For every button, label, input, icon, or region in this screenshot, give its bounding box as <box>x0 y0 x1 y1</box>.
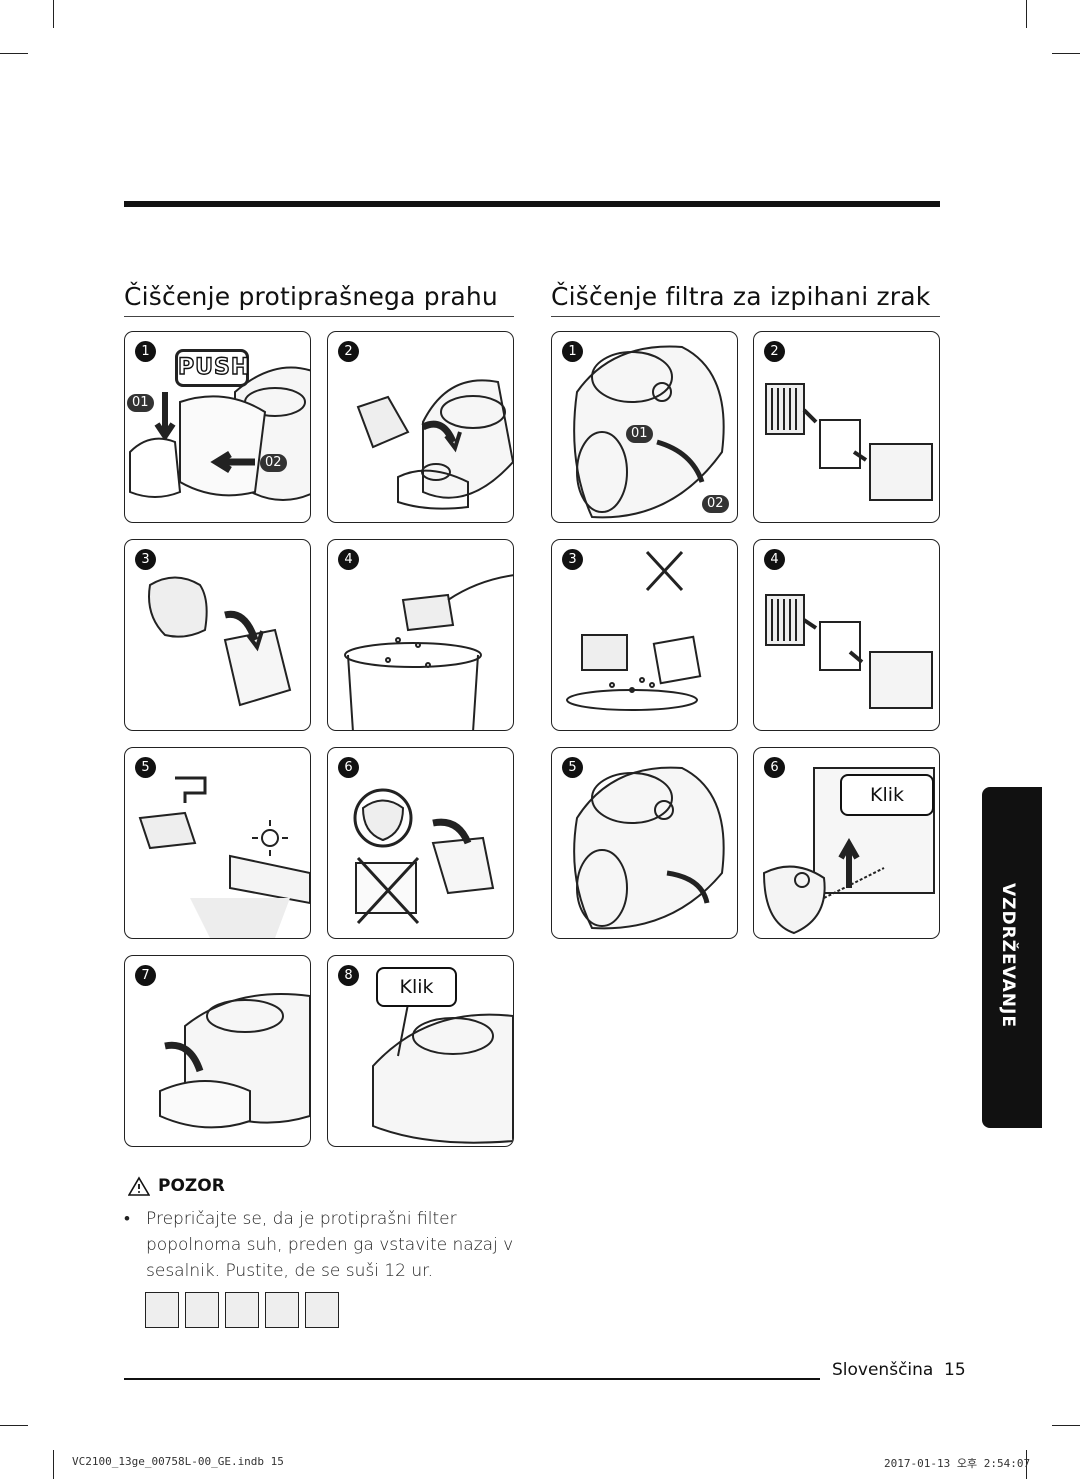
trash-bin-illustration <box>344 574 513 730</box>
vacuum-rear-close-illustration <box>573 766 725 930</box>
step-number: 4 <box>338 549 359 570</box>
print-date-info: 2017-01-13 오후 2:54:07 <box>884 1457 1031 1470</box>
vacuum-open-illustration <box>129 366 310 501</box>
klik-callout: Klik <box>840 774 934 816</box>
step-number: 3 <box>135 549 156 570</box>
crop-mark <box>53 1450 54 1479</box>
klik-callout: Klik <box>376 967 457 1007</box>
left-step-4-panel: 4 <box>327 539 514 731</box>
left-step-5-panel: 5 <box>124 747 311 939</box>
warning-icon <box>128 1176 150 1196</box>
step-number: 6 <box>338 757 359 778</box>
left-step-7-panel: 7 <box>124 955 311 1147</box>
bullet-dot: • <box>124 1209 130 1229</box>
wash-dry-illustration <box>138 776 310 938</box>
caution-text: Prepričajte se, da je protiprašni filter… <box>146 1209 514 1281</box>
crop-mark <box>0 53 28 54</box>
crop-mark <box>0 1425 28 1426</box>
sponge-filter-illustration <box>148 576 292 707</box>
right-title-rule <box>551 316 940 317</box>
crop-mark <box>1026 0 1027 28</box>
right-step-4-panel: 4 <box>753 539 940 731</box>
right-step-1-panel: 1 01 02 <box>551 331 738 523</box>
step-tag-01: 01 <box>127 394 154 412</box>
exhaust-filter-parts-illustration <box>765 383 933 501</box>
step-number: 2 <box>764 341 785 362</box>
step-tag-02: 02 <box>702 495 729 513</box>
right-step-2-panel: 2 <box>753 331 940 523</box>
reassemble-exhaust-filter-illustration <box>765 594 933 709</box>
filter-remove-illustration <box>356 379 513 510</box>
caution-heading: POZOR <box>128 1176 225 1196</box>
right-section-title: Čiščenje filtra za izpihani zrak <box>551 282 931 311</box>
care-icons <box>145 1292 339 1328</box>
section-side-tab: VZDRŽEVANJE <box>982 787 1042 1128</box>
insert-filter-illustration <box>159 993 310 1129</box>
step-number: 1 <box>135 341 156 362</box>
push-label: PUSH <box>175 349 250 387</box>
left-step-8-panel: 8 Klik <box>327 955 514 1147</box>
step-number: 3 <box>562 549 583 570</box>
crop-mark <box>53 0 54 28</box>
step-number: 7 <box>135 965 156 986</box>
step-tag-02: 02 <box>260 454 287 472</box>
right-step-6-panel: 6 Klik <box>753 747 940 939</box>
no-washing-icon <box>225 1292 259 1328</box>
tap-out-dust-illustration <box>566 550 702 711</box>
step-tag-01: 01 <box>626 425 653 443</box>
step-number: 1 <box>562 341 583 362</box>
step-number: 4 <box>764 549 785 570</box>
no-dishwasher-icon <box>305 1292 339 1328</box>
header-bar <box>124 201 940 207</box>
no-hairdryer-icon <box>185 1292 219 1328</box>
section-side-tab-label: VZDRŽEVANJE <box>998 883 1018 1028</box>
footer-rule <box>124 1378 820 1380</box>
reassemble-filter-illustration <box>353 788 495 925</box>
right-step-5-panel: 5 <box>551 747 738 939</box>
close-cover-illustration <box>372 1003 513 1144</box>
print-file-info: VC2100_13ge_00758L-00_GE.indb 15 <box>72 1455 284 1468</box>
left-step-6-panel: 6 <box>327 747 514 939</box>
left-title-rule <box>124 316 514 317</box>
step-number: 2 <box>338 341 359 362</box>
caution-label: POZOR <box>158 1176 225 1196</box>
left-step-3-panel: 3 <box>124 539 311 731</box>
crop-mark <box>1026 1450 1027 1479</box>
page-number: 15 <box>944 1360 966 1380</box>
step-number: 6 <box>764 757 785 778</box>
right-step-3-panel: 3 <box>551 539 738 731</box>
crop-mark <box>1052 53 1080 54</box>
step-number: 8 <box>338 965 359 986</box>
step-number: 5 <box>562 757 583 778</box>
left-step-2-panel: 2 <box>327 331 514 523</box>
no-washing-machine-icon <box>265 1292 299 1328</box>
left-section-title: Čiščenje protiprašnega prahu <box>124 282 498 311</box>
no-microwave-icon <box>145 1292 179 1328</box>
step-number: 5 <box>135 757 156 778</box>
left-step-1-panel: 1 PUSH 01 02 <box>124 331 311 523</box>
crop-mark <box>1052 1425 1080 1426</box>
footer-language: Slovenščina <box>832 1360 934 1380</box>
